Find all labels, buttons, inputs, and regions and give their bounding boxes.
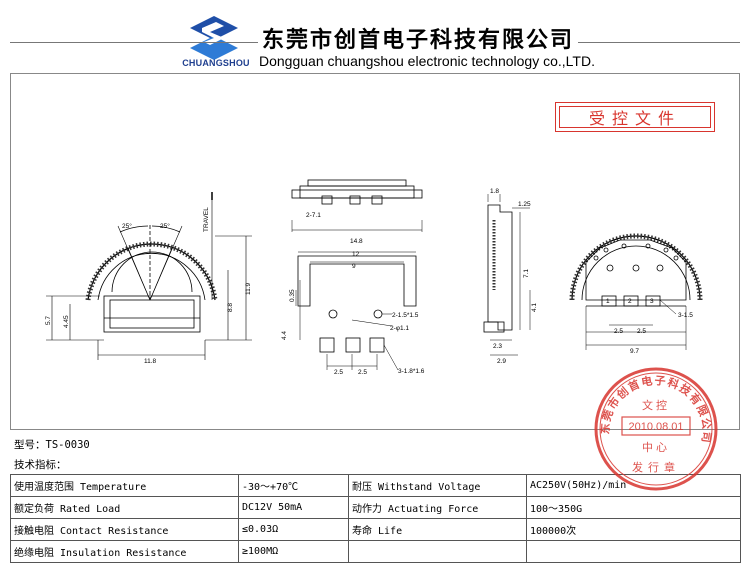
rear-width-label: 9.7 (630, 348, 639, 355)
spec-value: ≥100MΩ (238, 540, 349, 563)
spec-name: 接触电阻 Contact Resistance (10, 518, 239, 541)
spec-value: DC12V 50mA (238, 496, 349, 519)
side-b-label: 1.25 (518, 201, 531, 208)
tech-spec-title: 技术指标： (14, 459, 67, 471)
side-view (483, 194, 531, 356)
seal-top-text: 文控 (642, 398, 670, 412)
side-view-labels: 1.8 1.25 7.1 4.1 2.3 2.9 (490, 188, 538, 365)
model-number: 型号：TS-0030 (14, 437, 90, 452)
logo-text: CHUANGSHOU (182, 58, 250, 68)
spec-table: 使用温度范围 Temperature -30～+70℃ 耐压 Withstand… (10, 474, 741, 563)
side-base1-label: 2.3 (493, 343, 502, 350)
side-h-label: 7.1 (523, 269, 530, 278)
top-p2-label: 2.5 (358, 369, 367, 376)
spec-value: 100～350G (526, 496, 741, 519)
spec-value (526, 540, 741, 563)
front-h3-label: 8.8 (227, 303, 234, 312)
angle-right-label: 25° (160, 222, 170, 230)
spec-name: 动作力 Actuating Force (348, 496, 527, 519)
table-row: 额定负荷 Rated Load DC12V 50mA 动作力 Actuating… (10, 496, 741, 519)
top-width-label: 14.8 (350, 238, 363, 245)
travel-label: TRAVEL (203, 207, 210, 232)
side-t-label: 1.8 (490, 188, 499, 195)
spec-name: 使用温度范围 Temperature (10, 474, 239, 497)
seal-bottom-text: 发行章 (632, 460, 680, 474)
spec-value: ≤0.03Ω (238, 518, 349, 541)
top-pitch-label: 2-7.1 (306, 212, 321, 219)
company-name-cn: 东莞市创首电子科技有限公司 (258, 22, 579, 54)
top-inner-label: 12 (352, 251, 360, 258)
rear-pads-label: 3-1.5 (678, 312, 693, 319)
controlled-document-stamp: 受控文件 (555, 102, 715, 132)
rear-view (569, 233, 703, 350)
front-h2-label: 4.45 (63, 315, 70, 328)
front-width-label: 11.8 (144, 358, 157, 365)
top-hole2-label: 2-φ1.1 (390, 325, 409, 332)
spec-name: 额定负荷 Rated Load (10, 496, 239, 519)
front-h4-label: 11.9 (245, 282, 252, 295)
side-s-label: 4.1 (531, 303, 538, 312)
company-seal-stamp: 东莞市创首电子科技有限公司 文控 2010.08.01 中心 发行章 (594, 367, 718, 491)
technical-drawing: 25° 25° TRAVEL 11.8 5.7 4.45 8.8 11.9 (45, 179, 703, 376)
seal-date: 2010.08.01 (628, 421, 683, 433)
rear-pin3-label: 3 (650, 298, 654, 305)
table-row: 接触电阻 Contact Resistance ≤0.03Ω 寿命 Life 1… (10, 518, 741, 541)
front-h1-label: 5.7 (45, 316, 52, 325)
top-hole1-label: 2-1.5*1.5 (392, 312, 419, 319)
front-view (46, 192, 252, 360)
side-base2-label: 2.9 (497, 358, 506, 365)
top-view-labels: 2-7.1 14.8 12 9 0.35 4.4 2-1.5*1.5 2-φ1.… (281, 212, 425, 376)
top-d1-label: 0.35 (289, 289, 296, 302)
front-view-labels: 25° 25° TRAVEL 11.8 5.7 4.45 8.8 11.9 (45, 207, 252, 365)
drawing-frame (10, 73, 740, 430)
angle-left-label: 25° (122, 222, 132, 230)
rear-pin1-label: 1 (606, 298, 610, 305)
company-name-en: Dongguan chuangshou electronic technolog… (259, 53, 595, 69)
table-row: 绝缘电阻 Insulation Resistance ≥100MΩ (10, 540, 741, 563)
spec-value: -30～+70℃ (238, 474, 349, 497)
top-d2-label: 4.4 (281, 331, 288, 340)
seal-mid-text: 中心 (642, 441, 670, 454)
spec-value: 100000次 (526, 518, 741, 541)
top-p1-label: 2.5 (334, 369, 343, 376)
top-pad-label: 3-1.8*1.6 (398, 368, 425, 375)
model-label: 型号： (14, 439, 46, 451)
rear-p1-label: 2.5 (614, 328, 623, 335)
rear-view-labels: 1 2 3 3-1.5 2.5 2.5 9.7 (606, 298, 693, 355)
top-view (291, 179, 423, 371)
model-value: TS-0030 (45, 439, 90, 451)
rear-pin2-label: 2 (628, 298, 632, 305)
spec-name: 耐压 Withstand Voltage (348, 474, 527, 497)
controlled-document-stamp-text: 受控文件 (559, 106, 711, 128)
top-span-label: 9 (352, 263, 356, 270)
rear-p2-label: 2.5 (637, 328, 646, 335)
spec-name (348, 540, 527, 563)
spec-name: 绝缘电阻 Insulation Resistance (10, 540, 239, 563)
spec-name: 寿命 Life (348, 518, 527, 541)
